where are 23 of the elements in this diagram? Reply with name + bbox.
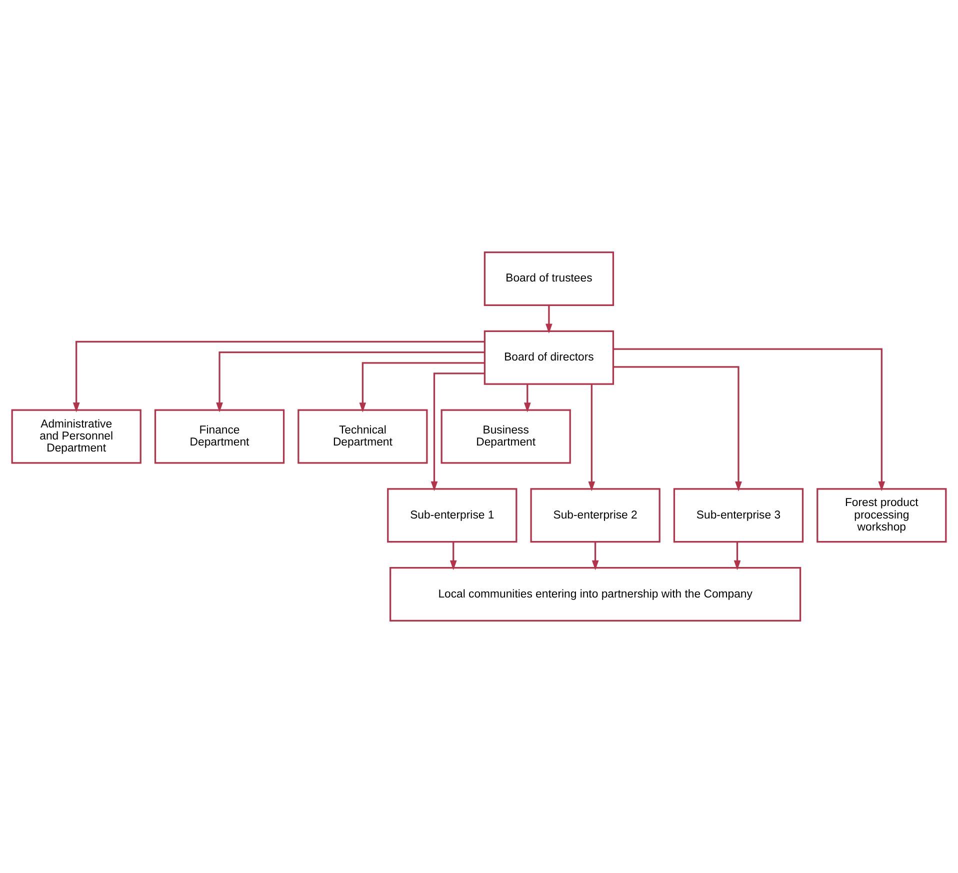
node-box: Board of trustees [484,251,614,306]
node-box: Business Department [440,409,571,464]
arrow [734,542,741,570]
arrow [524,384,531,412]
arrow [588,384,596,492]
node-box: Sub-enterprise 1 [387,488,518,543]
arrow [450,542,457,570]
arrow [430,372,485,492]
node-box: Local communities entering into partnership with the Company [390,567,802,622]
arrow [592,542,599,570]
arrow [359,362,485,412]
arrow [614,348,886,492]
node-box: Sub-enterprise 2 [530,488,660,543]
arrow [216,352,485,412]
arrow [546,305,552,334]
node-box: Finance Department [154,409,285,464]
node-box: Sub-enterprise 3 [673,488,804,543]
node-box: Board of directors [484,330,614,385]
arrow [613,366,742,492]
arrow [72,340,484,412]
node-box: Forest product processing workshop [816,488,947,543]
node-box: Technical Department [298,409,428,464]
node-box: Administrative and Personnel Department [11,409,142,464]
